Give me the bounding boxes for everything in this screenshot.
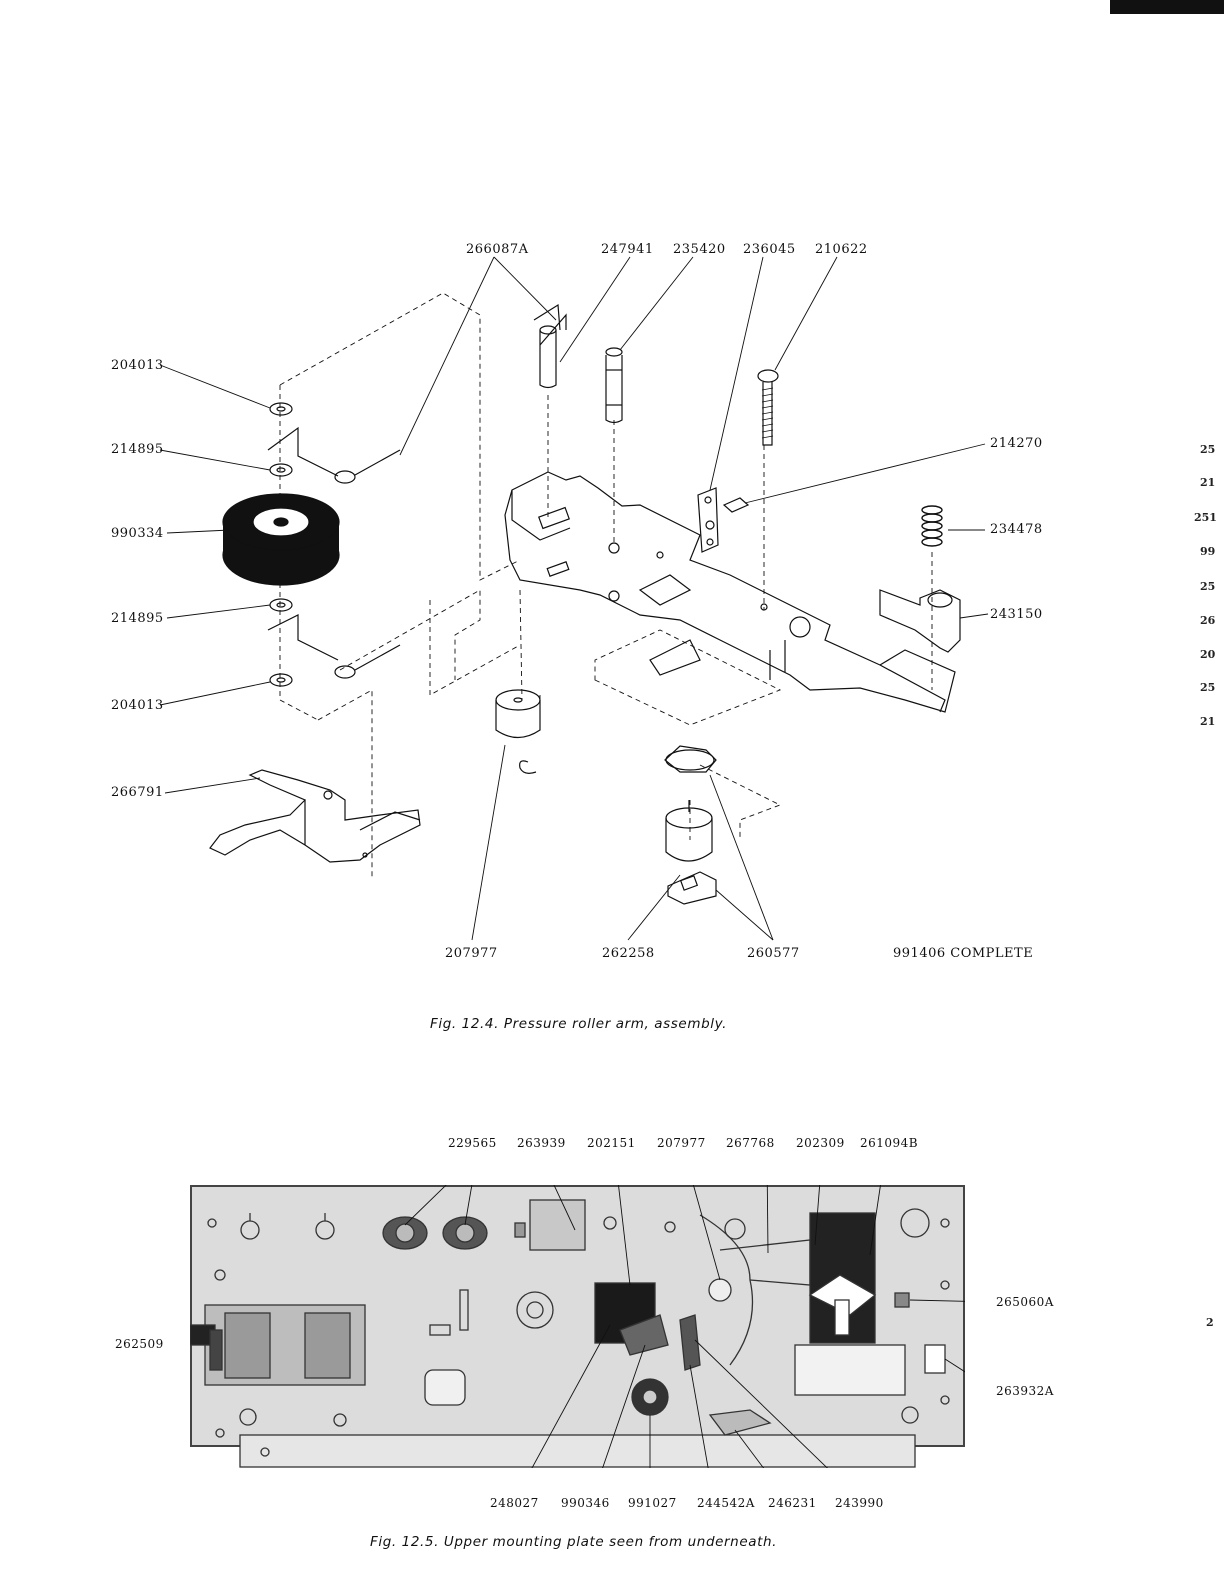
part-label-236045: 236045 — [743, 242, 796, 257]
part-label-214895-top: 214895 — [111, 442, 164, 457]
part-label-244542A: 244542A — [697, 1496, 755, 1510]
part-label-267768: 267768 — [726, 1136, 775, 1150]
part-label-210622: 210622 — [815, 242, 868, 257]
part-label-266087A: 266087A — [466, 242, 529, 257]
part-label-262258: 262258 — [602, 946, 655, 961]
part-label-260577: 260577 — [747, 946, 800, 961]
part-label-207977: 207977 — [445, 946, 498, 961]
part-label-229565: 229565 — [448, 1136, 497, 1150]
edge-fragment: 251 — [1194, 511, 1217, 524]
part-label-234478: 234478 — [990, 522, 1043, 537]
edge-fragment: 2 — [1206, 1316, 1214, 1329]
edge-fragment: 25 — [1200, 580, 1216, 593]
part-label-263932A: 263932A — [996, 1384, 1054, 1398]
part-label-214270: 214270 — [990, 436, 1043, 451]
figure-caption-12-5: Fig. 12.5. Upper mounting plate seen fro… — [370, 1534, 778, 1550]
edge-fragment: 99 — [1200, 545, 1216, 558]
part-label-243990: 243990 — [835, 1496, 884, 1510]
mounting-plate-photo — [190, 1185, 965, 1468]
part-label-265060A: 265060A — [996, 1295, 1054, 1309]
part-label-261094B: 261094B — [860, 1136, 919, 1150]
part-label-204013-bottom: 204013 — [111, 698, 164, 713]
part-label-246231: 246231 — [768, 1496, 817, 1510]
part-label-207977-fig2: 207977 — [657, 1136, 706, 1150]
edge-fragment: 26 — [1200, 614, 1216, 627]
edge-fragment: 20 — [1200, 648, 1216, 661]
edge-fragment: 25 — [1200, 443, 1216, 456]
edge-fragment: 25 — [1200, 681, 1216, 694]
part-label-990334: 990334 — [111, 526, 164, 541]
complete-assembly-label: 991406 COMPLETE — [893, 946, 1034, 961]
edge-fragment: 21 — [1200, 715, 1216, 728]
figure-caption-12-4: Fig. 12.4. Pressure roller arm, assembly… — [430, 1016, 728, 1032]
part-label-266791: 266791 — [111, 785, 164, 800]
part-label-214895-bottom: 214895 — [111, 611, 164, 626]
part-label-202309: 202309 — [796, 1136, 845, 1150]
edge-fragment: 21 — [1200, 476, 1216, 489]
part-label-204013-top: 204013 — [111, 358, 164, 373]
part-label-235420: 235420 — [673, 242, 726, 257]
part-label-247941: 247941 — [601, 242, 654, 257]
part-label-243150: 243150 — [990, 607, 1043, 622]
part-label-248027: 248027 — [490, 1496, 539, 1510]
part-label-991027: 991027 — [628, 1496, 677, 1510]
corner-mark — [1110, 0, 1224, 14]
part-label-202151: 202151 — [587, 1136, 636, 1150]
part-label-263939: 263939 — [517, 1136, 566, 1150]
part-label-990346: 990346 — [561, 1496, 610, 1510]
part-label-262509: 262509 — [115, 1337, 164, 1351]
pressure-roller-arm-drawing — [159, 256, 989, 941]
